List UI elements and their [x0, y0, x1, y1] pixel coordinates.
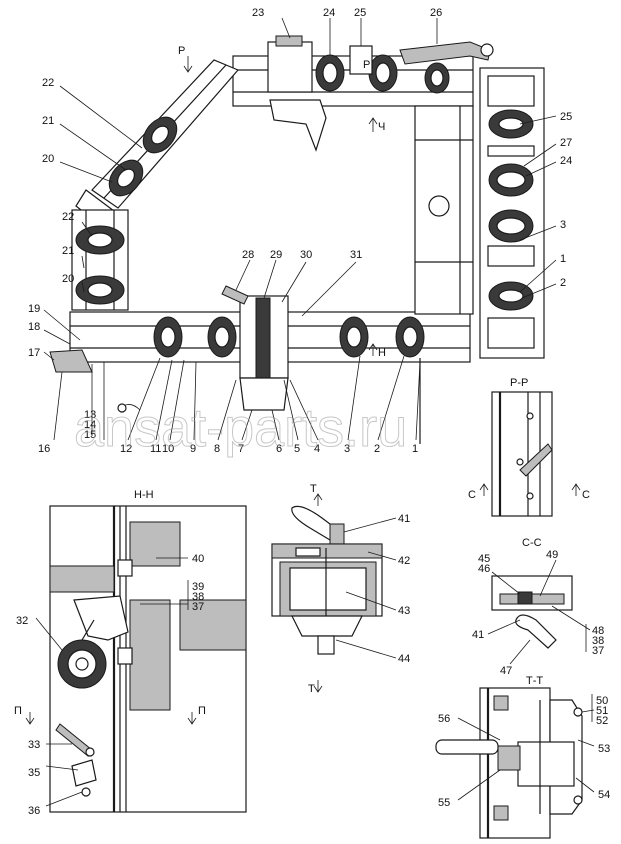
- callout-12: 12: [120, 443, 132, 455]
- callout-41: 41: [472, 629, 484, 641]
- view-hh: Н-Н П П 40 39 38 37 32 33 35 36: [14, 489, 247, 817]
- main-view-labels: 23 24 25 26 22 21 20 22 21 20 19 18 17 1…: [28, 7, 572, 455]
- callout-49: 49: [546, 549, 558, 561]
- callout-17: 17: [28, 347, 40, 359]
- callout-52: 52: [596, 715, 608, 727]
- view-pp: Р-Р С С: [468, 377, 590, 517]
- callout-20: 20: [62, 273, 74, 285]
- callout-36: 36: [28, 805, 40, 817]
- view-tt-handle: [435, 739, 499, 755]
- callout-13: 13: [84, 409, 96, 421]
- callout-48: 48: [592, 625, 604, 637]
- callout-53: 53: [598, 743, 610, 755]
- callout-31: 31: [350, 249, 362, 261]
- main-view-leaders: [43, 17, 557, 441]
- callout-7: 7: [238, 443, 244, 455]
- callout-35: 35: [28, 767, 40, 779]
- callout-50: 50: [596, 695, 608, 707]
- section-mark-t-top: Т: [310, 483, 317, 495]
- section-mark-c-left: С: [468, 489, 476, 501]
- callout-26: 26: [430, 7, 442, 19]
- callout-3: 3: [344, 443, 350, 455]
- callout-10: 10: [162, 443, 174, 455]
- callout-41: 41: [398, 513, 410, 525]
- callout-27: 27: [560, 137, 572, 149]
- watermark: ansat-parts.ru: [74, 398, 407, 458]
- callout-21: 21: [62, 245, 74, 257]
- callout-4: 4: [314, 443, 320, 455]
- callout-29: 29: [270, 249, 282, 261]
- callout-21: 21: [42, 115, 54, 127]
- callout-38: 38: [192, 591, 204, 603]
- callout-45: 45: [478, 553, 490, 565]
- view-hh-title: Н-Н: [134, 489, 154, 501]
- view-tt: Т-Т 50 51 52 56 53 54 55: [435, 675, 610, 839]
- view-tt-title: Т-Т: [526, 675, 543, 687]
- hinge-26: [399, 41, 491, 65]
- callout-22: 22: [62, 211, 74, 223]
- callout-40: 40: [192, 553, 204, 565]
- callout-47: 47: [500, 665, 512, 677]
- callout-44: 44: [398, 653, 410, 665]
- callout-20: 20: [42, 153, 54, 165]
- callout-16: 16: [38, 443, 50, 455]
- callout-51: 51: [596, 705, 608, 717]
- section-mark-p-left: П: [14, 705, 22, 717]
- callout-18: 18: [28, 321, 40, 333]
- main-frame-view: [49, 35, 545, 444]
- section-mark-p-right: П: [198, 705, 206, 717]
- callout-5: 5: [294, 443, 300, 455]
- callout-9: 9: [190, 443, 196, 455]
- callout-8: 8: [214, 443, 220, 455]
- callout-19: 19: [28, 303, 40, 315]
- section-mark-p: Р: [178, 45, 185, 57]
- callout-43: 43: [398, 605, 410, 617]
- callout-6: 6: [276, 443, 282, 455]
- callout-24: 24: [560, 155, 572, 167]
- callout-56: 56: [438, 713, 450, 725]
- view-pp-title: Р-Р: [510, 377, 528, 389]
- callout-2: 2: [374, 443, 380, 455]
- view-cc: С-С 45 46 49 48 38 37 41 47: [472, 537, 604, 677]
- section-mark-h: Н: [378, 347, 386, 359]
- callout-15: 15: [84, 429, 96, 441]
- callout-23: 23: [252, 7, 264, 19]
- callout-54: 54: [598, 789, 610, 801]
- callout-33: 33: [28, 739, 40, 751]
- callout-32: 32: [16, 615, 28, 627]
- callout-37: 37: [592, 645, 604, 657]
- callout-25: 25: [354, 7, 366, 19]
- view-cc-handle: [515, 614, 557, 649]
- callout-11: 11: [150, 443, 161, 455]
- callout-2: 2: [560, 277, 566, 289]
- view-hh-part-40: [117, 559, 133, 577]
- view-cc-title: С-С: [522, 537, 542, 549]
- callout-24: 24: [323, 7, 335, 19]
- callout-22: 22: [42, 77, 54, 89]
- callout-3: 3: [560, 219, 566, 231]
- right-rail-hole: [428, 195, 450, 217]
- callout-42: 42: [398, 555, 410, 567]
- view-t: Т Т 41 42 43 44: [271, 483, 410, 695]
- callout-14: 14: [84, 419, 96, 431]
- section-mark-t-bottom: Т: [308, 683, 315, 695]
- callout-39: 39: [192, 581, 204, 593]
- callout-37: 37: [192, 601, 204, 613]
- callout-46: 46: [478, 563, 490, 575]
- section-mark-c-right: С: [582, 489, 590, 501]
- callout-28: 28: [242, 249, 254, 261]
- top-clamp-23: [267, 41, 313, 93]
- section-mark-p-inner: Р: [363, 59, 370, 71]
- callout-30: 30: [300, 249, 312, 261]
- callout-38: 38: [592, 635, 604, 647]
- callout-25: 25: [560, 111, 572, 123]
- callout-1: 1: [412, 443, 418, 455]
- callout-1: 1: [560, 253, 566, 265]
- callout-55: 55: [438, 797, 450, 809]
- section-mark-ch: Ч: [378, 121, 385, 133]
